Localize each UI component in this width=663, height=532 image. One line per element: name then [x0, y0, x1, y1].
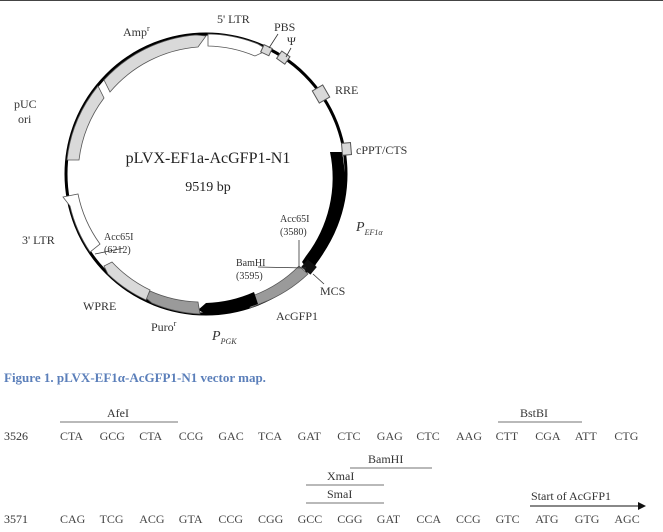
- codon: CTG: [614, 429, 638, 443]
- amp-arrow: [103, 34, 207, 93]
- row2-position: 3571: [4, 512, 28, 526]
- label-acc65i-a-pos: (3580): [280, 227, 307, 238]
- label-amp: Ampr: [123, 24, 150, 39]
- cppt-box: [340, 142, 353, 156]
- wpre-arrow: [103, 261, 151, 301]
- figure-caption: Figure 1. pLVX-EF1α-AcGFP1-N1 vector map…: [4, 370, 266, 385]
- label-bamhi-pos: (3595): [236, 271, 263, 282]
- codon: CGG: [337, 512, 363, 526]
- label-pbs: PBS: [274, 20, 295, 34]
- codon: GCG: [100, 429, 126, 443]
- label-acc65i-b-pos: (6212): [104, 245, 131, 256]
- promoter-pgk-arrow: [198, 292, 258, 314]
- label-rre: RRE: [335, 83, 358, 97]
- label-mcs: MCS: [320, 284, 345, 298]
- codon: ATT: [575, 429, 598, 443]
- row1-sequence: CTA GCG CTA CCG GAC TCA GAT CTC GAG CTC AAG CTT CGA A…: [60, 429, 639, 443]
- codon: CGA: [535, 429, 561, 443]
- start-label: Start of AcGFP1: [531, 489, 611, 503]
- rre-box: [311, 84, 331, 104]
- ltr3-arrow: [62, 193, 101, 253]
- codon: ACG: [139, 512, 165, 526]
- mcs-leader: [312, 273, 325, 285]
- codon: AAG: [456, 429, 482, 443]
- label-puro: Puror: [151, 319, 177, 334]
- codon: TCA: [258, 429, 282, 443]
- plasmid-name: pLVX-EF1a-AcGFP1-N1: [126, 150, 291, 167]
- codon: CCG: [456, 512, 481, 526]
- site-bstbi: BstBI: [520, 406, 548, 420]
- start-arrow-head: [638, 502, 646, 510]
- label-psi: Ψ: [287, 34, 296, 48]
- acc65i-b-leader: [94, 247, 125, 255]
- mcs-box: [301, 259, 317, 275]
- row2-sequence: CAG TCG ACG GTA CCG CGG GCC CGG GAT CCA CCG GTC ATG G…: [60, 512, 640, 526]
- codon: ATG: [535, 512, 559, 526]
- label-acc65i-b: Acc65I: [104, 232, 133, 243]
- codon: CCG: [218, 512, 243, 526]
- label-bamhi: BamHI: [236, 258, 265, 269]
- site-smai: SmaI: [327, 487, 352, 501]
- label-ltr5: 5' LTR: [217, 12, 250, 26]
- plasmid-size: 9519 bp: [185, 180, 231, 195]
- codon: CTA: [60, 429, 83, 443]
- codon: GTC: [496, 512, 520, 526]
- plasmid-map: pLVX-EF1a-AcGFP1-N1 9519 bp 5' LTR PBS Ψ…: [14, 12, 407, 346]
- pbs-leader: [268, 33, 279, 49]
- codon: GAT: [298, 429, 322, 443]
- codon: CTC: [337, 429, 360, 443]
- site-afei: AfeI: [107, 406, 129, 420]
- promoter-ef1a-arrow: [302, 152, 345, 274]
- codon: GTA: [179, 512, 203, 526]
- codon: GAT: [377, 512, 401, 526]
- codon: CTT: [496, 429, 519, 443]
- row1-position: 3526: [4, 429, 28, 443]
- site-bamhi: BamHI: [368, 452, 403, 466]
- label-ppgk: PPGK: [211, 329, 237, 346]
- puc-ori-arrow: [66, 85, 105, 161]
- ltr5-arrow: [207, 33, 269, 57]
- label-ori: ori: [18, 112, 32, 126]
- top-divider: [0, 0, 663, 1]
- bamhi-leader: [257, 266, 307, 269]
- psi-leader: [285, 47, 292, 58]
- codon: GAC: [218, 429, 243, 443]
- codon: CTA: [139, 429, 162, 443]
- codon: GCC: [298, 512, 323, 526]
- site-xmai: XmaI: [327, 469, 354, 483]
- codon: TCG: [100, 512, 124, 526]
- codon: CGG: [258, 512, 284, 526]
- sequence-panel: AfeI BstBI 3526 CTA GCG CTA CCG GAC TCA GAT CTC…: [4, 406, 646, 526]
- codon: AGC: [614, 512, 639, 526]
- codon: GTG: [575, 512, 600, 526]
- label-ltr3: 3' LTR: [22, 233, 55, 247]
- label-acgfp1: AcGFP1: [276, 309, 318, 323]
- label-pef1a: PEF1α: [355, 220, 383, 237]
- psi-box: [275, 50, 291, 65]
- codon: CAG: [60, 512, 86, 526]
- codon: GAG: [377, 429, 403, 443]
- label-puc: pUC: [14, 97, 37, 111]
- label-acc65i-a: Acc65I: [280, 214, 309, 225]
- label-wpre: WPRE: [83, 299, 116, 313]
- label-cppt: cPPT/CTS: [356, 143, 407, 157]
- codon: CTC: [416, 429, 439, 443]
- codon: CCG: [179, 429, 204, 443]
- codon: CCA: [416, 512, 441, 526]
